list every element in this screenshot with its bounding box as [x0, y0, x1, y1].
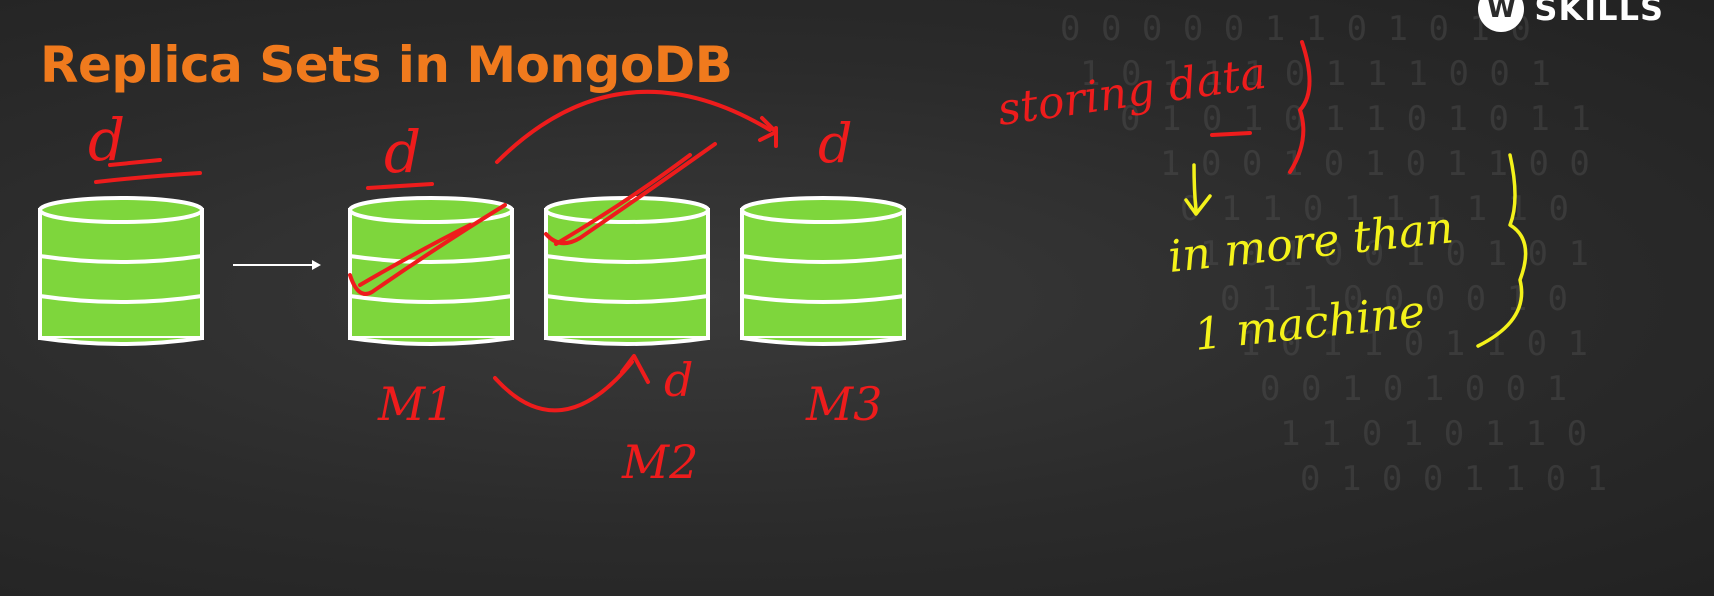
d-label-m2: d [664, 353, 693, 407]
underline-stroke [1210, 131, 1252, 137]
logo-text: SKILLS [1534, 0, 1664, 28]
arc-arrow-top [495, 89, 772, 164]
red-ink-annotations [94, 40, 1312, 413]
svg-text:0 1 0 1 0 1 1 0 1 0 1 1: 0 1 0 1 0 1 1 0 1 0 1 1 [1120, 99, 1591, 139]
checkmark-m2 [554, 153, 692, 246]
database-cylinder-m3 [740, 196, 906, 346]
slide-title: Replica Sets in MongoDB [40, 36, 733, 94]
database-cylinder-m1 [348, 196, 514, 346]
m3-label: M3 [805, 377, 882, 431]
m2-label: M2 [621, 435, 698, 489]
svg-text:0 0 1 0 1 0 0 1: 0 0 1 0 1 0 0 1 [1260, 369, 1567, 409]
down-arrow-stroke [1192, 163, 1198, 212]
arrowhead [620, 354, 650, 384]
brace-stroke [1476, 153, 1528, 348]
svg-text:1 0 0 1 0 1 0 1 1 0 0: 1 0 0 1 0 1 0 1 1 0 0 [1160, 144, 1590, 184]
svg-text:1 0 1 1 1 0 1 1 1 0 0 1: 1 0 1 1 1 0 1 1 1 0 0 1 [1080, 54, 1551, 94]
svg-text:0 1 1 0 0 0 0 1 0: 0 1 1 0 0 0 0 1 0 [1220, 279, 1568, 319]
svg-text:0 1 0 0 1 1 0 1: 0 1 0 0 1 1 0 1 [1300, 459, 1607, 499]
database-cylinder-single [38, 196, 204, 346]
underline-stroke [108, 158, 162, 167]
w-logo-icon: W [1478, 0, 1525, 32]
checkmark-m1 [358, 223, 472, 287]
brace-stroke [1288, 40, 1312, 174]
svg-text:0 0 0 0 0 1 1 0 1 0 1 0: 0 0 0 0 0 1 1 0 1 0 1 0 [1060, 9, 1531, 49]
d-label-single: d [88, 106, 125, 174]
svg-text:0 1 1 0 1 1 1 1 1 0: 0 1 1 0 1 1 1 1 1 0 [1180, 189, 1569, 229]
database-cylinder-m2 [544, 196, 710, 346]
svg-text:1 1 0 1 0 1 1 0: 1 1 0 1 0 1 1 0 [1280, 414, 1587, 454]
m1-label: M1 [377, 377, 454, 431]
brand-logo: W SKILLS [1478, 0, 1664, 32]
yellow-ink-annotations [1184, 153, 1528, 348]
checkmark-m1 [348, 203, 507, 296]
replication-arrow [233, 260, 321, 270]
svg-text:1 0 1 1 0 1 1 0 1: 1 0 1 1 0 1 1 0 1 [1240, 324, 1588, 364]
d-label-m3: d [818, 112, 853, 175]
arc-arrow-bottom [493, 360, 634, 413]
underline-stroke [94, 171, 202, 184]
arrowhead [1184, 194, 1212, 216]
d-label-m1: d [384, 118, 421, 186]
underline-stroke [366, 182, 434, 190]
